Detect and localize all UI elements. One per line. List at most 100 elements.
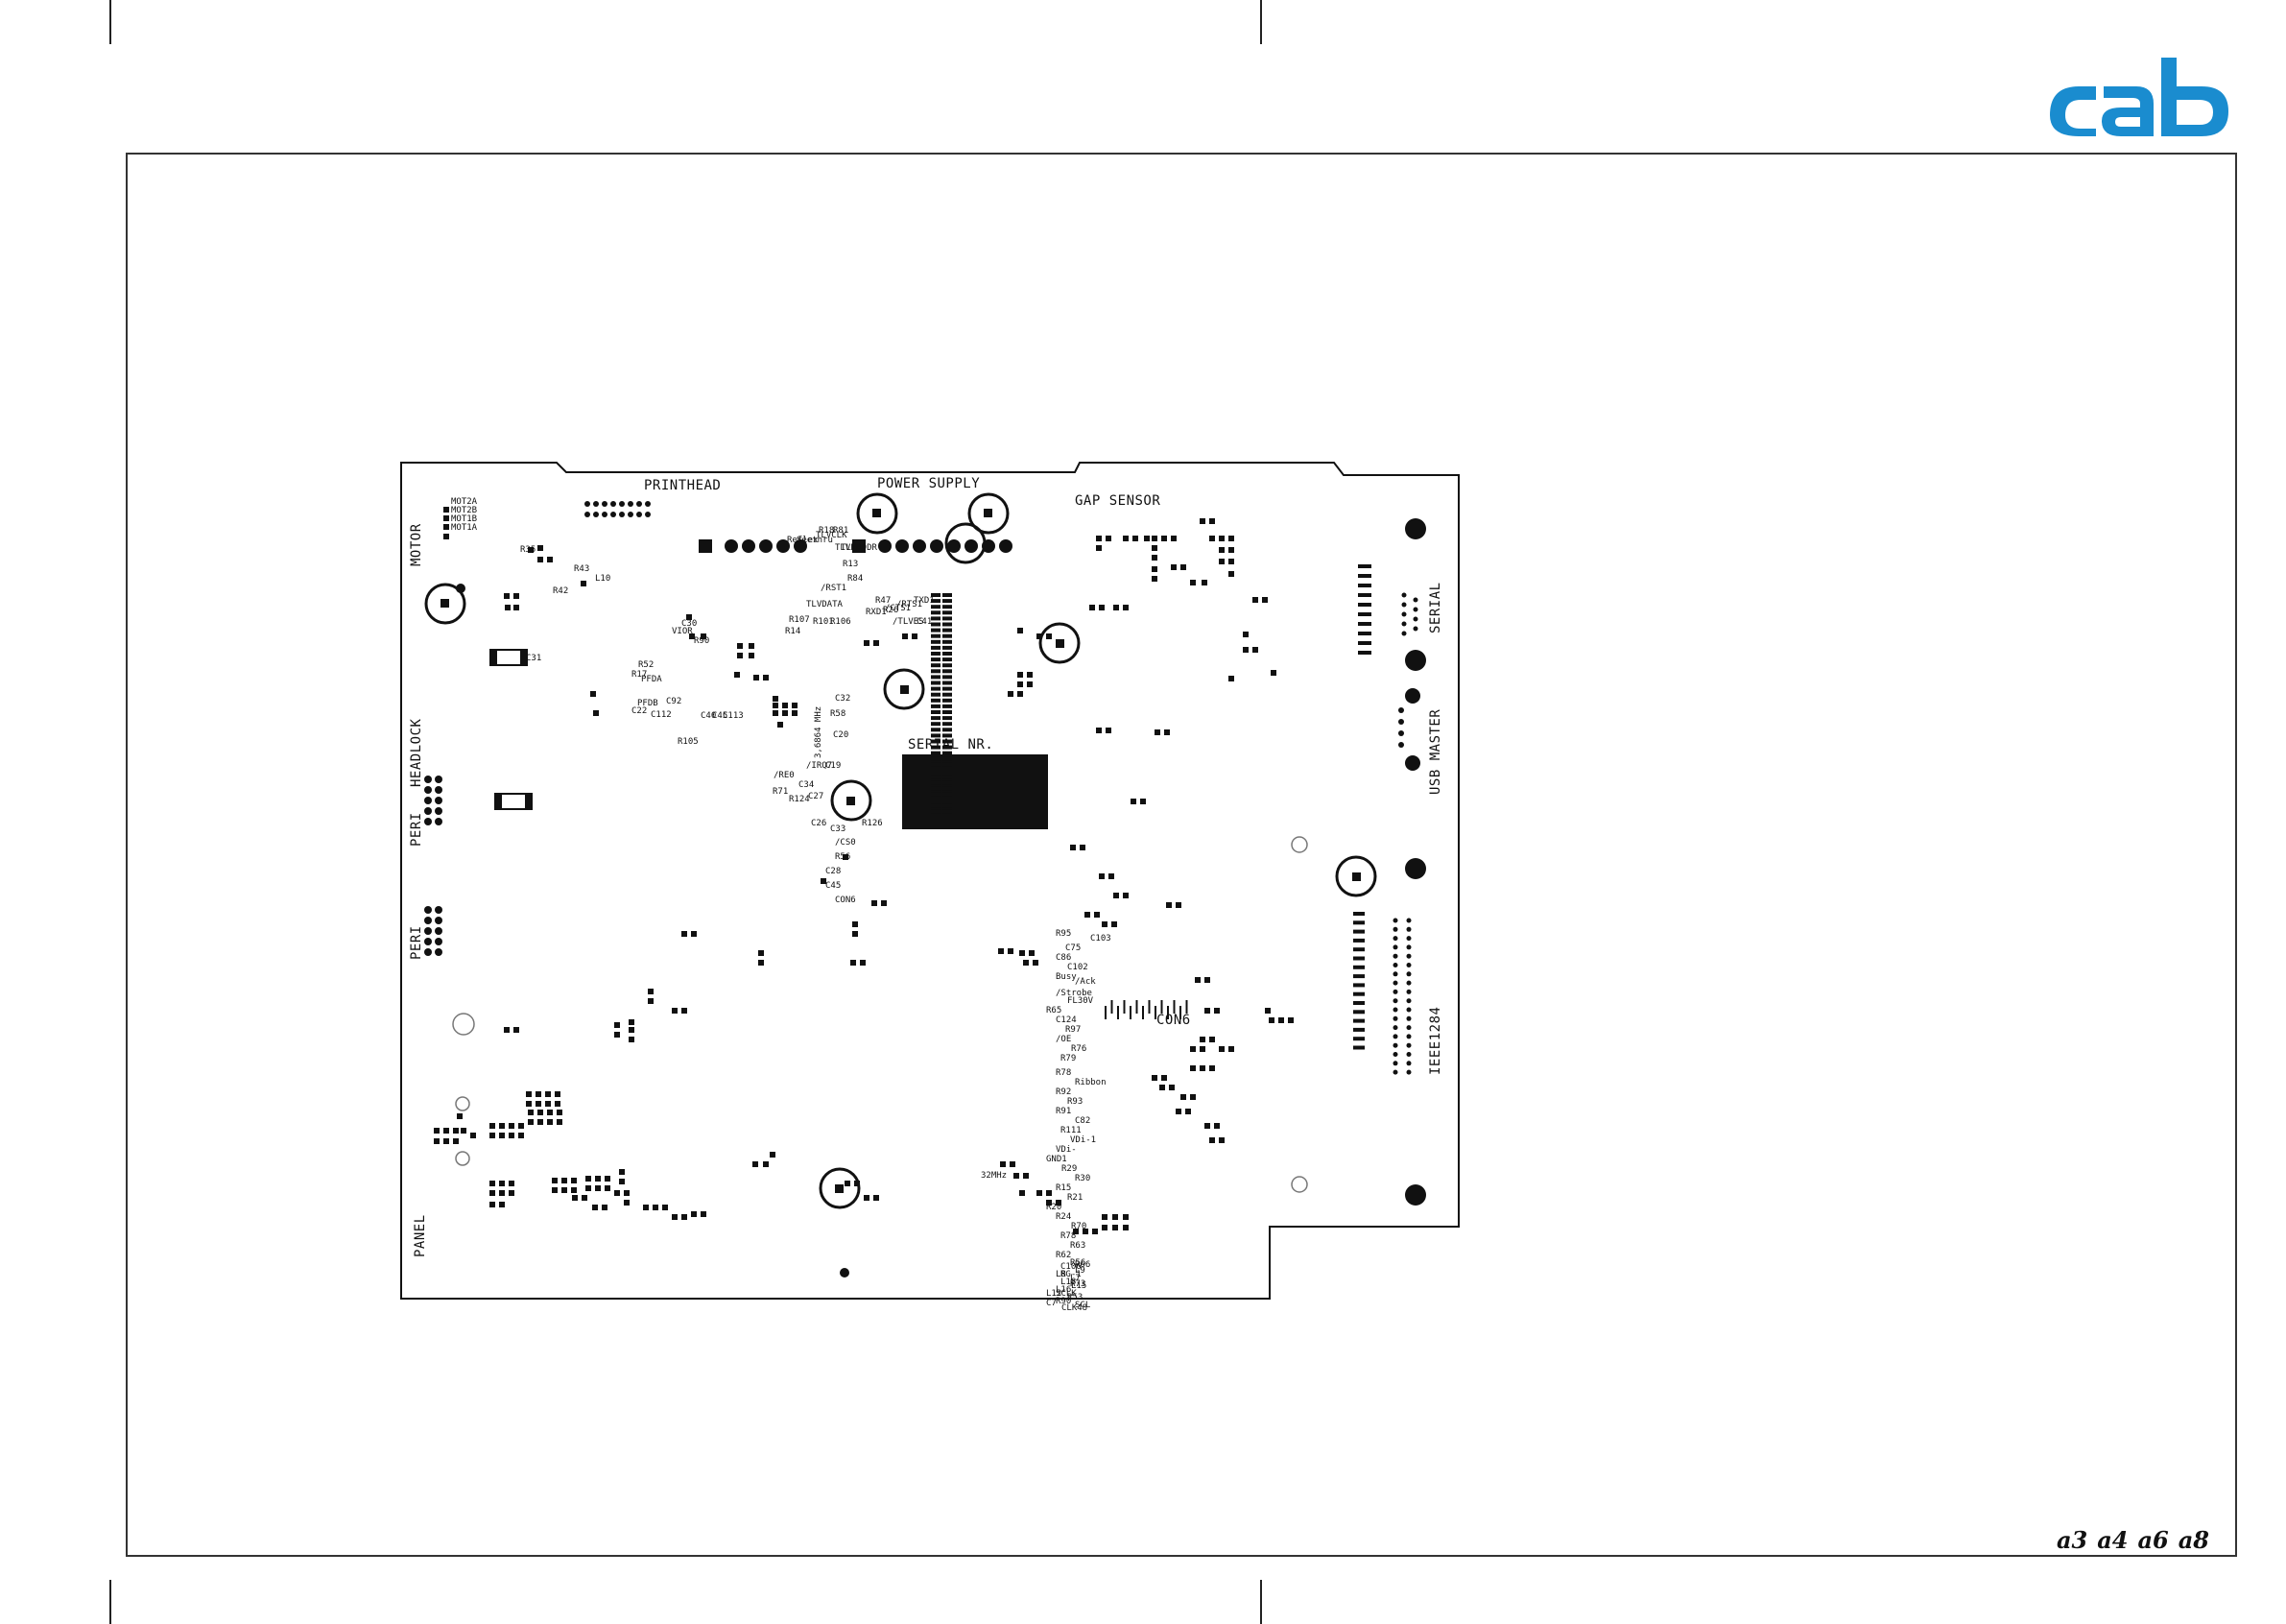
component-label: /CTS1 — [885, 604, 911, 613]
component-label: Reflex — [787, 536, 819, 545]
component-label: L15 — [1071, 1281, 1086, 1291]
component-label: /Ack — [1075, 977, 1096, 987]
component-label: /CS0 — [835, 838, 856, 848]
component-label: RXD1 — [866, 608, 887, 617]
component-label: R71 — [773, 787, 788, 797]
serial-header — [1358, 564, 1418, 655]
component-label: C19 — [825, 761, 841, 771]
large-components — [489, 649, 533, 810]
printhead-power-pads — [699, 539, 807, 553]
component-label: /OE — [1056, 1035, 1071, 1044]
component-label: L7 — [1070, 1274, 1081, 1283]
component-label: R106 — [830, 617, 851, 627]
component-label: C7 — [1046, 1299, 1057, 1308]
component-label: R76 — [1071, 1044, 1086, 1054]
model-a6: a6 — [2137, 1526, 2169, 1554]
ieee1284-connector — [1353, 912, 1412, 1075]
model-a4: a4 — [2097, 1526, 2129, 1554]
open-holes — [452, 836, 1308, 1193]
component-label: C40 — [701, 711, 716, 721]
serial-number-area — [902, 754, 1048, 829]
component-label: R78 — [1056, 1068, 1071, 1078]
component-label: MOT2A — [451, 497, 478, 507]
component-label: R73 — [1070, 1279, 1085, 1289]
printhead-connector — [584, 501, 651, 517]
component-label: /RST1 — [821, 584, 846, 593]
crop-mark-bottom-center — [1260, 1580, 1262, 1624]
component-label: L12 — [1046, 1289, 1061, 1299]
component-label: C75 — [1065, 943, 1081, 953]
component-label: TLVADDR — [841, 543, 878, 553]
board-outline — [400, 462, 1460, 1300]
component-label: C27 — [808, 792, 823, 801]
label-serial: SERIAL — [1428, 582, 1443, 633]
component-label: SCL — [1075, 1301, 1090, 1310]
component-label: R56 — [835, 852, 850, 862]
center-connector-strip — [931, 593, 952, 814]
component-label: C102 — [1067, 963, 1088, 972]
label-headlock: HEADLOCK — [409, 718, 424, 787]
component-label: C113 — [723, 711, 744, 721]
component-label: R30 — [1075, 1174, 1090, 1183]
component-label: C33 — [830, 824, 845, 834]
con6-connector — [1105, 1000, 1188, 1019]
highlight-circles — [424, 492, 1377, 1209]
component-label: R21 — [1067, 1193, 1083, 1203]
label-power-supply: POWER SUPPLY — [877, 476, 980, 491]
component-label: C103 — [1090, 934, 1111, 943]
component-label: C32 — [835, 694, 850, 704]
label-peri-2: PERI — [409, 925, 424, 960]
component-label: R20 — [1046, 1203, 1061, 1212]
component-label: R65 — [1046, 1006, 1061, 1015]
component-label: R56 — [1070, 1258, 1085, 1268]
component-label: R95 — [1056, 929, 1071, 939]
component-label: Seethru — [797, 536, 833, 545]
peri-headers — [424, 776, 442, 956]
component-label: /TLVES — [893, 617, 924, 627]
component-label: TLVDATA — [806, 600, 844, 609]
component-label: R53 — [1067, 1293, 1083, 1302]
component-label: R63 — [1070, 1241, 1085, 1251]
component-label: R101 — [813, 617, 834, 627]
component-label: R18 — [819, 526, 834, 536]
label-con6: CON6 — [1156, 1013, 1191, 1028]
component-label: C45 — [825, 881, 841, 891]
component-label: R126 — [862, 819, 883, 828]
smd-parts — [434, 507, 1294, 1234]
component-label: C45 — [712, 711, 727, 721]
component-label: PFDA — [641, 675, 662, 684]
component-label: /RE0 — [774, 771, 795, 780]
component-label: TXD1 — [914, 596, 935, 606]
component-label: R14 — [785, 627, 800, 636]
component-label: MOT1A — [451, 523, 478, 533]
label-crystal: 3,6864 MHz — [814, 706, 823, 758]
power-supply-connector — [852, 539, 1012, 553]
component-label: VIOR — [672, 627, 693, 636]
pcb-layout-diagram: PRINTHEAD POWER SUPPLY GAP SENSOR MOTOR … — [400, 462, 1460, 1313]
component-label: R124 — [789, 795, 810, 804]
component-label: R52 — [638, 660, 654, 670]
component-label: R105 — [678, 737, 699, 747]
component-label: R42 — [553, 586, 568, 596]
component-label: C41 — [917, 617, 932, 627]
label-panel: PANEL — [413, 1214, 428, 1257]
component-label: R58 — [830, 709, 845, 719]
component-label: R92 — [1056, 1087, 1071, 1097]
component-label: R13 — [843, 560, 858, 569]
label-32mhz: 32MHz — [981, 1171, 1007, 1181]
component-label: C28 — [825, 867, 841, 876]
mounting-pads — [456, 518, 1426, 1278]
component-label: Busy — [1056, 972, 1077, 982]
component-label: R90 — [1056, 1297, 1071, 1306]
component-label: R24 — [1056, 1212, 1071, 1222]
cab-logo — [2050, 58, 2228, 136]
label-serial-nr: SERIAL NR. — [908, 737, 993, 752]
component-label: R81 — [833, 526, 848, 536]
component-label: R47 — [875, 596, 891, 606]
component-label: R62 — [1056, 1251, 1071, 1260]
component-label: R91 — [1056, 1107, 1071, 1116]
component-label: L18 — [1060, 1278, 1076, 1287]
label-motor: MOTOR — [409, 523, 424, 566]
label-ieee1284: IEEE1284 — [1428, 1007, 1443, 1075]
component-label: R111 — [1060, 1126, 1082, 1135]
